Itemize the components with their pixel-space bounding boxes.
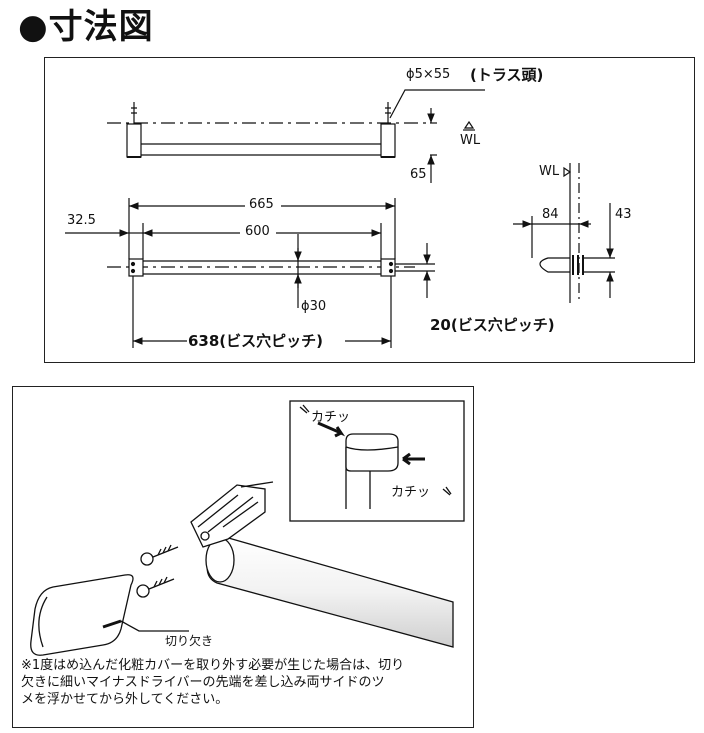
wl-side-label: WL bbox=[539, 164, 560, 179]
dim-20-screw-pitch-label: 20(ビス穴ピッチ) bbox=[430, 316, 555, 334]
note-line: メを浮かせてから外してください。 bbox=[21, 692, 229, 707]
notch-label: 切り欠き bbox=[165, 634, 214, 648]
dim-32-5-label: 32.5 bbox=[67, 213, 96, 228]
front-view-bar bbox=[107, 89, 485, 183]
click-label-top: カチッ bbox=[311, 410, 351, 425]
installation-panel: カチッ カチッ 切り欠き ※1度はめ込んだ化粧カバーを取り外す必要が生じた場合は… bbox=[12, 386, 474, 728]
wl-label: WL bbox=[460, 133, 481, 148]
removal-note: ※1度はめ込んだ化粧カバーを取り外す必要が生じた場合は、切り 欠きに細いマイナス… bbox=[21, 657, 467, 708]
decorative-cover-illustration bbox=[30, 574, 189, 656]
dim-84-label: 84 bbox=[542, 207, 559, 222]
dim-638-screw-pitch-label: 638(ビス穴ピッチ) bbox=[188, 332, 324, 350]
towel-bar-illustration bbox=[190, 481, 454, 648]
screw-type-label: (トラス頭) bbox=[470, 66, 544, 84]
screw-size-label: ϕ5×55 bbox=[406, 67, 451, 82]
dim-600-label: 600 bbox=[245, 224, 270, 239]
dim-65-label: 65 bbox=[410, 167, 427, 182]
plan-view-bar bbox=[65, 198, 435, 348]
click-label-bottom: カチッ bbox=[391, 485, 431, 500]
dim-diameter-30-label: ϕ30 bbox=[301, 299, 327, 314]
installation-illustration bbox=[30, 400, 465, 656]
note-line: 欠きに細いマイナスドライバーの先端を差し込み両サイドのツ bbox=[21, 675, 385, 690]
side-view bbox=[513, 163, 615, 303]
screw-illustrations bbox=[136, 544, 179, 598]
click-detail-inset bbox=[289, 400, 465, 522]
page-title: ●寸法図 bbox=[18, 7, 154, 47]
note-line: ※1度はめ込んだ化粧カバーを取り外す必要が生じた場合は、切り bbox=[21, 658, 405, 673]
dimension-drawing-panel: ϕ5×55 (トラス頭) WL 65 665 600 32.5 ϕ30 638(… bbox=[44, 57, 695, 363]
dim-665-label: 665 bbox=[249, 197, 274, 212]
dimension-drawing bbox=[65, 89, 615, 348]
dim-43-label: 43 bbox=[615, 207, 632, 222]
